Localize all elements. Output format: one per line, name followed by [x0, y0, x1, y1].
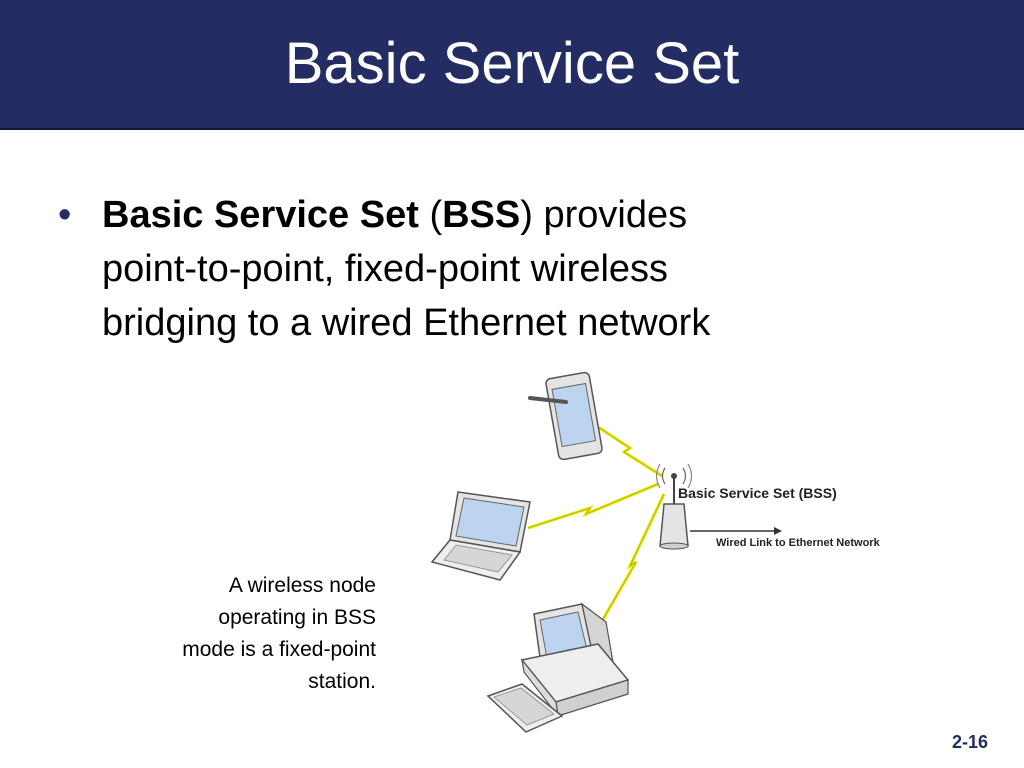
caption-line1: A wireless node [228, 574, 376, 597]
bullet-acronym: BSS [442, 194, 521, 236]
slide-title: Basic Service Set [284, 31, 740, 96]
wired-link-arrow [690, 527, 782, 535]
desktop-computer-icon [486, 602, 630, 733]
bullet-line1-rest: ) provides [520, 194, 688, 236]
bullet-term: Basic Service Set [102, 194, 419, 236]
caption-line2: operating in BSS [218, 606, 376, 629]
caption-line3: mode is a fixed-point [182, 638, 376, 661]
tablet-icon [528, 371, 603, 461]
wireless-links [527, 425, 666, 629]
wired-link-label: Wired Link to Ethernet Network [716, 537, 881, 549]
bss-label: Basic Service Set (BSS) [678, 485, 837, 501]
bullet-line3: bridging to a wired Ethernet network [102, 302, 711, 344]
diagram-caption: A wireless node operating in BSS mode is… [120, 570, 376, 698]
bullet-paren-open: ( [418, 194, 443, 236]
link-tablet [597, 425, 663, 478]
bullet-line2: point-to-point, fixed-point wireless [102, 248, 669, 290]
access-point-icon [655, 463, 693, 550]
title-bar [0, 0, 1024, 130]
laptop-icon [430, 491, 531, 581]
bullet-dot: • [58, 194, 72, 236]
bullet-item: Basic Service Set (BSS) provides point-t… [102, 188, 862, 350]
caption-line4: station. [308, 670, 376, 693]
page-number: 2-16 [951, 732, 988, 752]
